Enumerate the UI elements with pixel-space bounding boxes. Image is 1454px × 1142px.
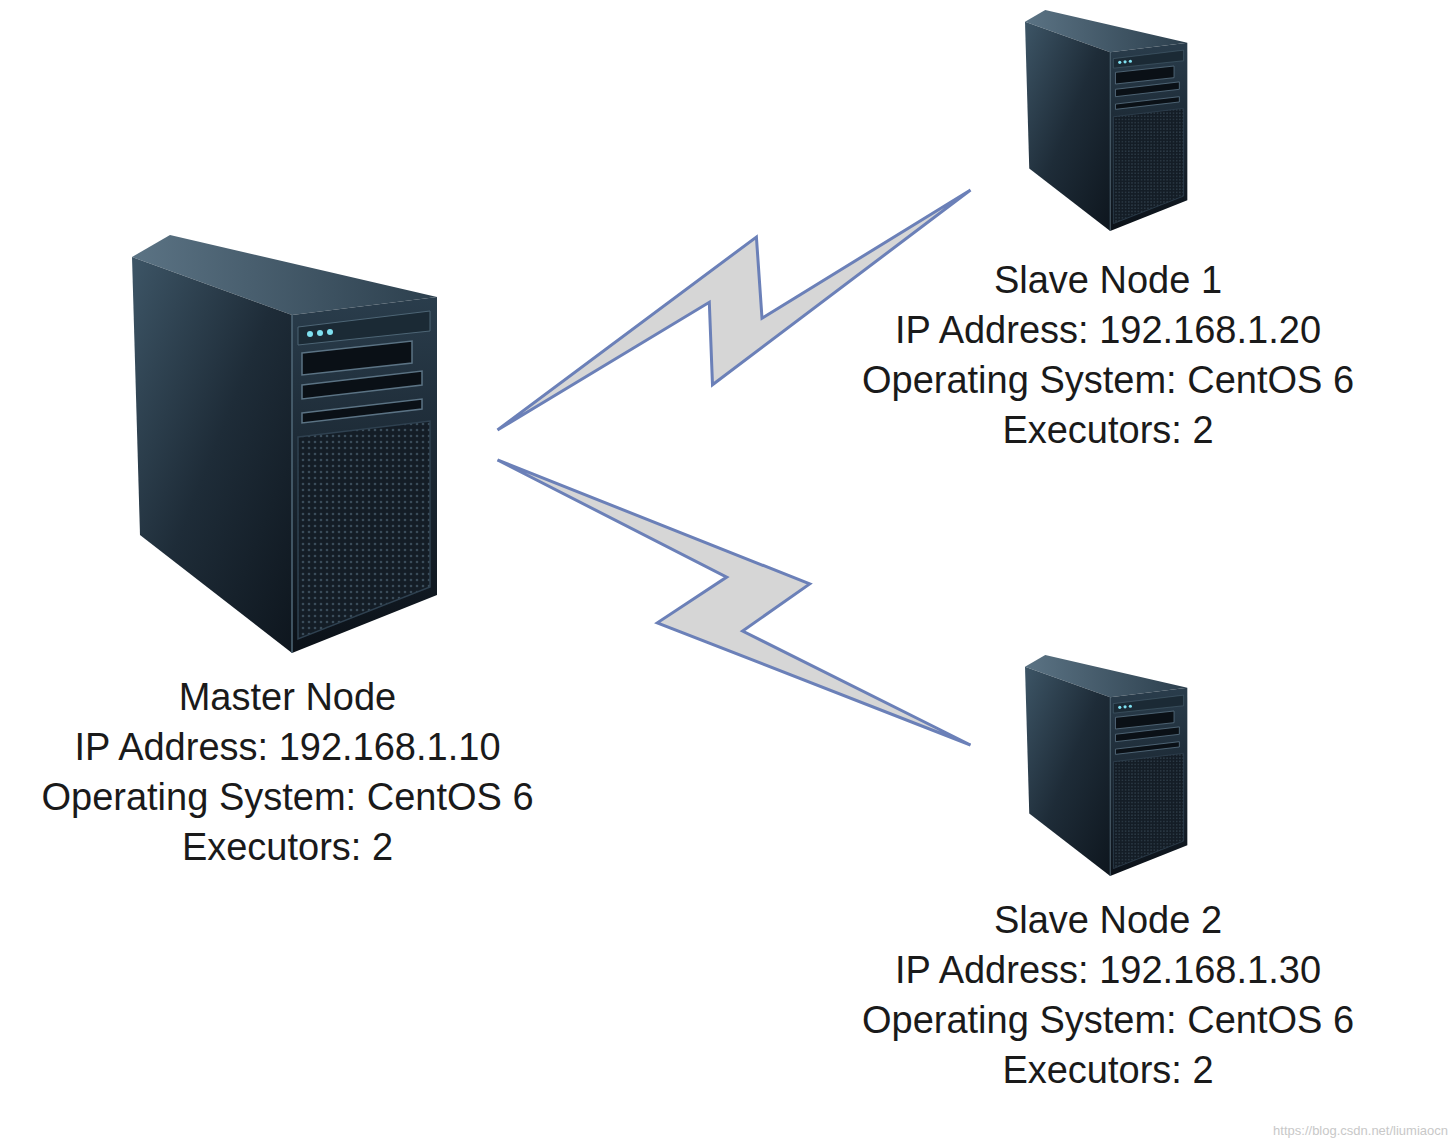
node-detail: IP Address: 192.168.1.30 xyxy=(862,945,1354,995)
server-node: Slave Node 1IP Address: 192.168.1.20Oper… xyxy=(854,10,1362,455)
node-detail: Operating System: CentOS 6 xyxy=(862,995,1354,1045)
node-title: Master Node xyxy=(41,672,533,722)
server-icon xyxy=(1025,655,1190,877)
lightning-link xyxy=(498,460,971,745)
node-detail: Operating System: CentOS 6 xyxy=(862,355,1354,405)
node-caption: Slave Node 1IP Address: 192.168.1.20Oper… xyxy=(862,255,1354,455)
watermark: https://blog.csdn.net/liumiaocn xyxy=(1273,1123,1448,1138)
node-detail: IP Address: 192.168.1.20 xyxy=(862,305,1354,355)
node-detail: Executors: 2 xyxy=(862,405,1354,455)
server-icon xyxy=(1025,10,1190,232)
node-detail: Operating System: CentOS 6 xyxy=(41,772,533,822)
node-detail: IP Address: 192.168.1.10 xyxy=(41,722,533,772)
node-detail: Executors: 2 xyxy=(862,1045,1354,1095)
server-node: Master NodeIP Address: 192.168.1.10Opera… xyxy=(33,235,541,872)
node-title: Slave Node 2 xyxy=(862,895,1354,945)
server-node: Slave Node 2IP Address: 192.168.1.30Oper… xyxy=(854,655,1362,1095)
node-detail: Executors: 2 xyxy=(41,822,533,872)
server-icon xyxy=(132,235,442,655)
node-title: Slave Node 1 xyxy=(862,255,1354,305)
node-caption: Slave Node 2IP Address: 192.168.1.30Oper… xyxy=(862,895,1354,1095)
node-caption: Master NodeIP Address: 192.168.1.10Opera… xyxy=(41,672,533,872)
